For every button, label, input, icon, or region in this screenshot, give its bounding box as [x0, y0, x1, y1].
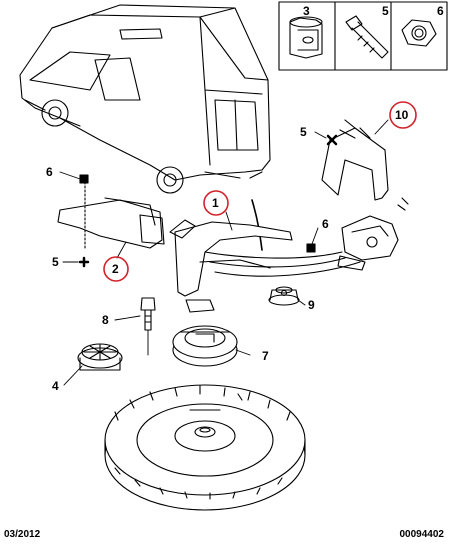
hex-nut-icon: [401, 19, 437, 47]
callout-3: 3: [303, 4, 310, 18]
bolt-marker-5-left: [78, 256, 90, 268]
callout-6-left: 6: [46, 165, 53, 179]
cable-assembly: [204, 251, 366, 277]
footer-date: 03/2012: [4, 529, 41, 540]
callout-8: 8: [102, 313, 109, 327]
nut-marker-6-right: [306, 243, 316, 253]
bracket-left: [57, 181, 165, 251]
winch-unit: [341, 197, 409, 261]
bracket-right: [321, 119, 389, 201]
callout-5-right: 5: [300, 125, 307, 139]
callout-1: 1: [212, 196, 219, 210]
spare-wheel-icon: [104, 384, 306, 511]
callout-10: 10: [395, 108, 409, 122]
leader-lines: [59, 119, 389, 386]
van-icon: [19, 4, 271, 251]
callout-5-inset: 5: [382, 4, 389, 18]
ring-10: [389, 101, 417, 129]
bolt-icon: [345, 15, 389, 59]
callout-4: 4: [52, 379, 59, 393]
ring-1: [203, 190, 229, 216]
callout-labels: 3 5 6 6 5 2 1 5 10 6 8 9 7 4: [46, 4, 444, 393]
cap-9-icon: [268, 286, 300, 306]
callout-6-inset: 6: [437, 4, 444, 18]
callout-9: 9: [308, 298, 315, 312]
winch-bracket: [169, 219, 293, 313]
bolt-8-icon: [140, 297, 156, 331]
footer-reference: 00094402: [399, 529, 445, 540]
callout-5-left: 5: [52, 255, 59, 269]
rosette-4-icon: [77, 343, 123, 371]
ring-2: [103, 256, 129, 282]
cradle-7-icon: [172, 325, 238, 367]
callout-6-right: 6: [322, 217, 329, 231]
nut-marker-6-left: [79, 174, 89, 184]
bush-nut-icon: [289, 16, 323, 59]
callout-2: 2: [112, 262, 119, 276]
callout-7: 7: [262, 349, 269, 363]
highlight-rings: [103, 101, 417, 282]
bolt-marker-5-right: [326, 134, 338, 146]
